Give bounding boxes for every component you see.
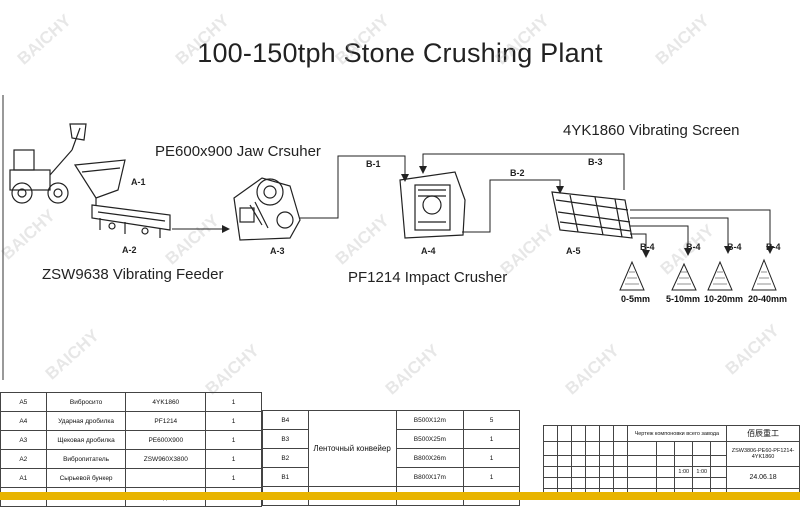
cell-qty: 1 [463,467,520,487]
code-b3: B-3 [588,157,603,167]
cell-model: ZSW960X3800 [125,449,207,469]
cell-qty: 5 [463,410,520,430]
drawing-name: Чертеж компоновки всего завода [626,425,728,442]
impact-crusher-icon [399,171,466,239]
jaw-crusher-label: PE600x900 Jaw Crsuher [155,143,321,160]
code-b4: B-4 [766,242,781,252]
cell-name: Вибропитатель [45,449,127,469]
code-a1: A-1 [131,177,146,187]
cell-model: B500X25m [395,429,465,449]
code-a4: A-4 [421,246,436,256]
cell-qty: 1 [463,429,520,449]
scale-value: 1:00 [674,466,694,478]
drawing-number: ZSW3806-PE60-PF1214-4YK1860 [726,441,800,467]
vibrating-feeder-label: ZSW9638 Vibrating Feeder [42,266,224,283]
footer-bar [0,492,800,500]
code-a2: A-2 [122,245,137,255]
code-b4: B-4 [640,242,655,252]
cell-name: Щековая дробилка [45,430,127,450]
vibrating-screen-icon [551,191,633,239]
cell-no: A2 [0,449,47,469]
cell-no: B3 [262,429,309,449]
drawing-title-block: Чертеж компоновки всего завода 佰辰重工 ZSW3… [543,425,800,500]
cell-no: A4 [0,411,47,431]
impact-crusher-label: PF1214 Impact Crusher [348,269,508,286]
cell-name: Ударная дробилка [45,411,127,431]
company-name: 佰辰重工 [726,425,800,442]
page-title: 100-150tph Stone Crushing Plant [197,38,603,68]
cell-name: Сырьевой бункер [45,468,127,488]
code-a5: A-5 [566,246,581,256]
product-label: 0-5mm [621,294,651,304]
product-label: 5-10mm [666,294,701,304]
cell-no: A3 [0,430,47,450]
product-label: 20-40mm [748,294,788,304]
code-b4: B-4 [686,242,701,252]
vibrating-feeder-icon [91,204,171,238]
cell-qty: 1 [205,430,262,450]
cell-qty: 1 [205,468,262,488]
cell-qty: 1 [205,392,262,412]
cell-no: A5 [0,392,47,412]
wheel-loader-icon [9,123,87,204]
cell-name: Вибросито [45,392,127,412]
drawing-date: 24.06.18 [726,466,800,489]
cell-no: B1 [262,467,309,487]
code-b1: B-1 [366,159,381,169]
sheet-value: 1:00 [692,466,712,478]
cell-model: 4YK1860 [125,392,207,412]
product-label: 10-20mm [704,294,744,304]
cell-model: B500X12m [395,410,465,430]
cell-qty: 1 [205,411,262,431]
cell-qty: 1 [205,449,262,469]
vibrating-screen-label: 4YK1860 Vibrating Screen [563,122,740,139]
cell-no: B4 [262,410,309,430]
stockpile-icon [619,258,777,291]
cell-model: PE600X900 [125,430,207,450]
cell-model: PF1214 [125,411,207,431]
code-b4: B-4 [727,242,742,252]
jaw-crusher-icon [233,177,301,241]
cell-model: B800X26m [395,448,465,468]
cell-model [125,468,207,488]
cell-no: A1 [0,468,47,488]
cell-no: B2 [262,448,309,468]
cell-name: Ленточный конвейер [307,410,397,487]
cell-model: B800X17m [395,467,465,487]
feed-hopper-icon [73,159,126,205]
code-b2: B-2 [510,168,525,178]
code-a3: A-3 [270,246,285,256]
cell-qty: 1 [463,448,520,468]
